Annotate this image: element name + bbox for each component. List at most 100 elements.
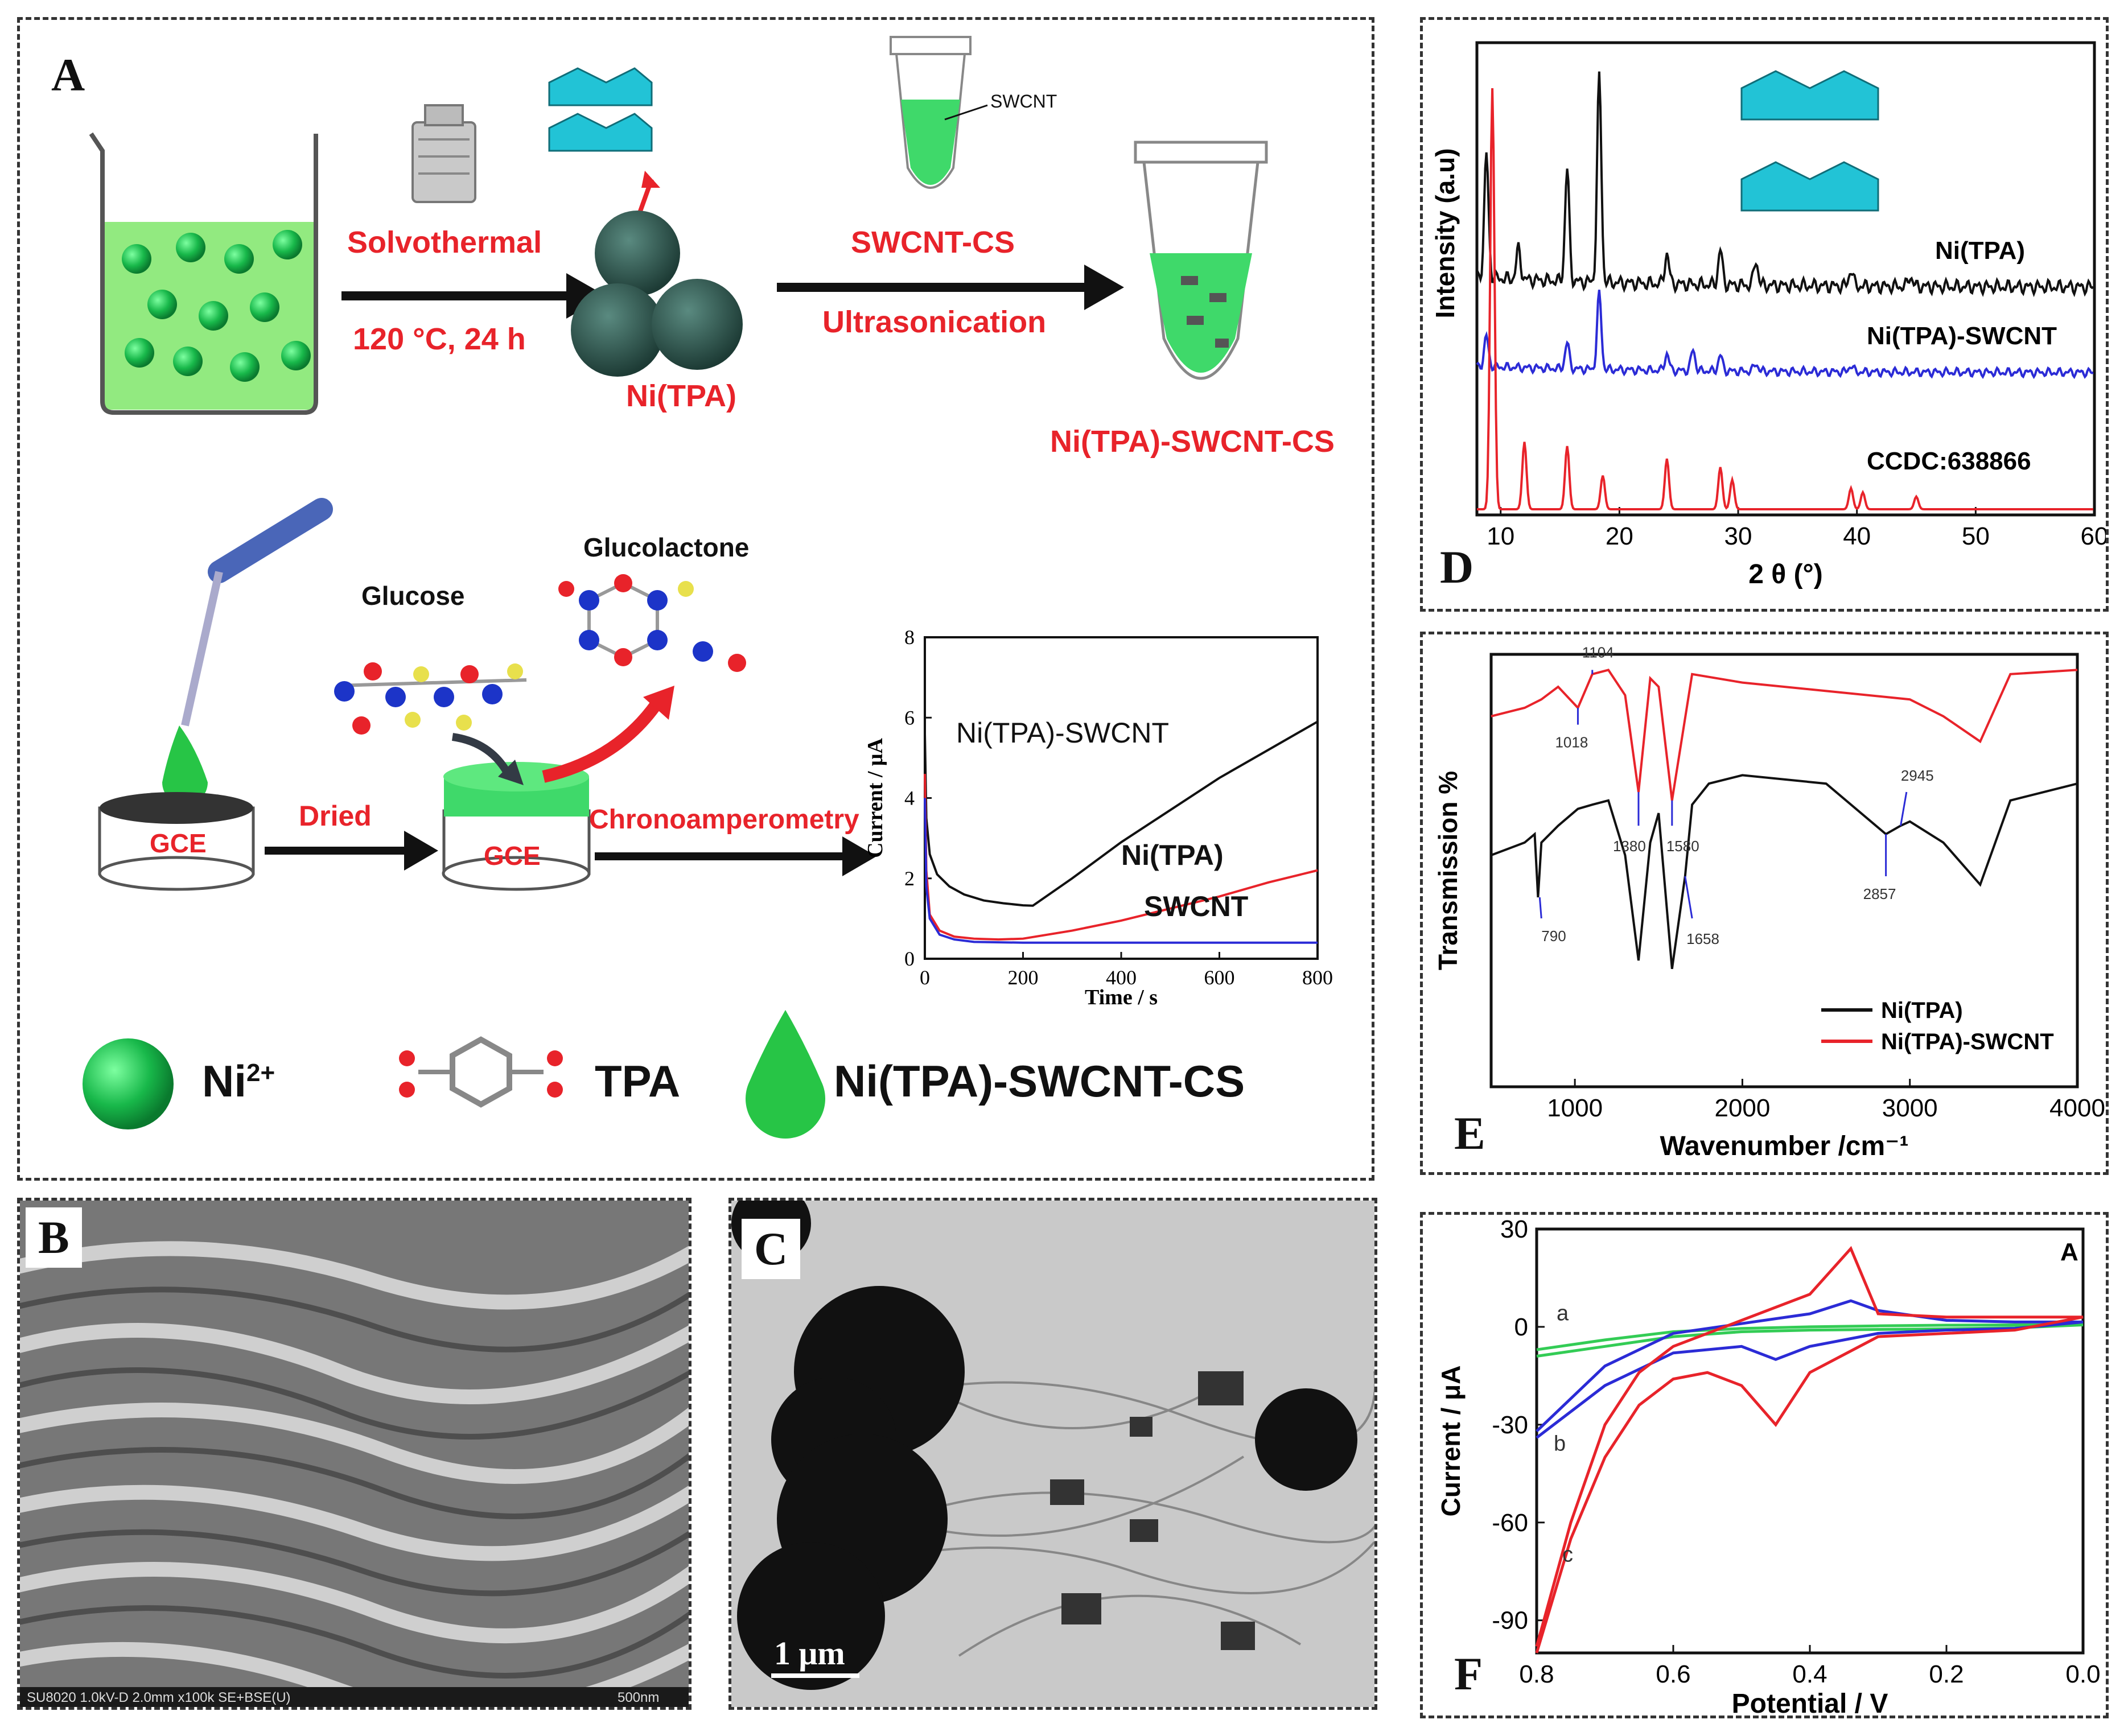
ftir-annotation-label: 1380 [1613,838,1646,855]
ftir-legend-label: Ni(TPA) [1881,998,1963,1023]
inset-series-label: SWCNT [1144,890,1248,922]
gce-electrode-icon [98,792,255,891]
xrd-series-label: Ni(TPA) [1935,237,2025,265]
ftir-series-line [1491,669,2078,801]
inset-y-tick-label: 2 [904,867,915,890]
cv-x-axis-title: Potential / V [1732,1689,1888,1716]
glucose-molecule-icon [334,662,527,735]
inset-x-tick-label: 200 [1008,966,1039,989]
sem-scale-label: 500nm [618,1690,659,1705]
ftir-legend-label: Ni(TPA)-SWCNT [1881,1029,2054,1054]
label-ultrasonication: Ultrasonication [822,305,1047,339]
label-ni-tpa-swcnt-cs: Ni(TPA)-SWCNT-CS [1050,424,1335,459]
inset-x-tick-label: 400 [1106,966,1137,989]
xrd-x-axis-title: 2 θ (°) [1748,559,1822,589]
inset-y-axis-title: Current / μA [863,738,887,858]
ftir-annotation-pointer [1684,876,1693,919]
xrd-series-line [1476,71,2094,298]
ftir-annotation-label: 1580 [1666,838,1699,855]
cv-plot-frame [1535,1227,2085,1655]
ftir-x-tick-label: 2000 [1714,1094,1770,1122]
label-gce-1: GCE [150,828,207,858]
panel-b-label: B [26,1207,82,1268]
cv-x-tick-label: 0.6 [1656,1660,1690,1688]
inset-series-label: Ni(TPA) [1121,839,1224,871]
label-solvothermal: Solvothermal [347,225,542,259]
inset-x-tick-label: 800 [1302,966,1333,989]
panel-c: 1 μm C [728,1198,1377,1710]
ftir-annotation-pointer [1900,791,1908,826]
panel-c-label: C [742,1219,801,1279]
panel-b: SU8020 1.0kV-D 2.0mm x100k SE+BSE(U) 500… [17,1198,692,1710]
ftir-x-tick-label: 4000 [2049,1094,2105,1122]
xrd-x-tick-label: 20 [1606,522,1633,550]
ni-tpa-spheres-icon [571,211,743,377]
label-swcnt-cs: SWCNT-CS [851,225,1015,259]
inset-y-tick-label: 6 [904,706,915,729]
cv-y-axis-title: Current / μA [1436,1366,1466,1517]
inset-series-line [924,774,1318,941]
autoclave-icon [411,104,476,203]
inset-y-tick-label: 8 [904,626,915,649]
label-dried: Dried [299,800,372,832]
label-chronoamperometry: Chronoamperometry [589,805,859,835]
panel-d-label: D [1440,541,1474,593]
label-solvothermal-cond: 120 °C, 24 h [353,322,526,356]
mof-layer [1740,70,1879,121]
cv-curve-label: c [1562,1543,1573,1567]
mof-layer [1740,161,1879,212]
mof-structure-inset-icon [1740,70,1879,212]
panel-a-label: A [51,49,85,101]
ftir-annotation-pointer [1538,897,1542,919]
ftir-plot-frame [1489,653,2079,1088]
ftir-annotation-label: 2857 [1863,885,1896,902]
ftir-x-axis-title: Wavenumber /cm⁻¹ [1660,1131,1909,1161]
label-ni-tpa: Ni(TPA) [626,379,736,413]
ftir-annotation-label: 1104 [1582,644,1614,661]
inset-plot-frame [924,636,1319,960]
beaker-icon [89,132,318,415]
inset-x-axis-title: Time / s [1085,985,1158,1009]
label-gce-2: GCE [484,841,541,871]
inset-series-label: Ni(TPA)-SWCNT [956,717,1169,749]
sem-caption: SU8020 1.0kV-D 2.0mm x100k SE+BSE(U) [27,1690,291,1705]
cv-curve-label: a [1557,1301,1569,1325]
cv-x-tick-label: 0.2 [1929,1660,1964,1688]
cv-y-tick-label: -90 [1492,1607,1528,1635]
tem-image: 1 μm [731,1201,1374,1707]
xrd-series-line [1477,88,2093,510]
inset-y-tick-label: 4 [904,787,915,810]
inset-series-line [924,798,1318,944]
xrd-series-label: Ni(TPA)-SWCNT [1867,322,2057,350]
ftir-x-tick-label: 3000 [1882,1094,1938,1122]
cv-x-tick-label: 0.8 [1519,1660,1554,1688]
label-glucolactone: Glucolactone [583,533,750,562]
label-swcnt-tag: SWCNT [990,91,1057,112]
xrd-y-axis-title: Intensity (a.u) [1430,148,1460,318]
mof-crystal-icon [548,67,653,152]
cv-series-line [1536,1299,2084,1439]
ftir-annotation-label: 1018 [1555,734,1588,751]
panel-f-label: F [1454,1648,1483,1700]
tube-composite-icon [1134,141,1268,380]
ftir-y-axis-title: Transmission % [1433,771,1463,970]
ftir-x-tick-label: 1000 [1547,1094,1603,1122]
xrd-series-line [1476,290,2094,380]
cv-y-tick-label: 30 [1500,1215,1528,1243]
xrd-x-tick-label: 50 [1962,522,1990,550]
pipette-icon [181,498,333,727]
inset-x-tick-label: 600 [1204,966,1235,989]
ftir-annotation-label: 790 [1541,927,1566,945]
cv-y-tick-label: 0 [1514,1313,1528,1341]
ni-ion-legend-icon [83,1038,174,1129]
cv-corner-label: A [2060,1238,2078,1266]
sem-image: SU8020 1.0kV-D 2.0mm x100k SE+BSE(U) 500… [20,1201,689,1707]
composite-drop-legend-icon [746,1010,826,1139]
legend-composite-label: Ni(TPA)-SWCNT-CS [834,1056,1245,1106]
xrd-series-label: CCDC:638866 [1867,447,2031,475]
